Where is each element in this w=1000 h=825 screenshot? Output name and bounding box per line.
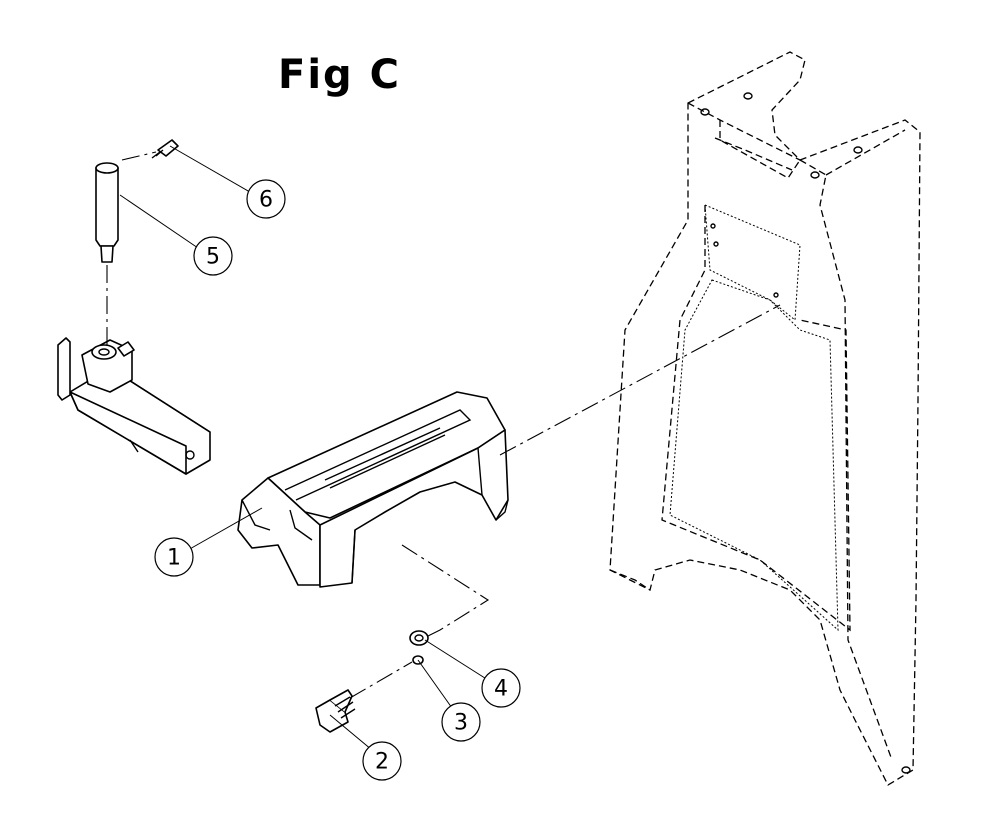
assembly-center-lines: [106, 151, 781, 699]
callout-bubble-3: 3: [441, 702, 481, 742]
callout-bubble-2: 2: [362, 741, 402, 781]
tool-rest-holder: [57, 337, 211, 475]
part-6-set-screw: [151, 139, 179, 159]
callout-bubble-4: 4: [481, 668, 521, 708]
part-5-handle: [95, 162, 119, 263]
part-4-flat-washer: [409, 630, 429, 646]
figure-title: Fig C: [278, 52, 401, 98]
callout-label-4: 4: [494, 677, 508, 702]
stand-leg: [609, 51, 921, 786]
callout-label-2: 2: [375, 750, 389, 775]
callout-label-1: 1: [167, 546, 181, 571]
callout-bubble-1: 1: [154, 537, 194, 577]
callout-bubble-6: 6: [246, 179, 286, 219]
callout-label-3: 3: [454, 711, 468, 736]
callout-label-5: 5: [206, 245, 220, 270]
callout-bubble-5: 5: [193, 236, 233, 276]
callout-label-6: 6: [259, 188, 273, 213]
part-1-banjo-base: [237, 391, 509, 588]
part-2-cap-screw: [315, 689, 356, 733]
